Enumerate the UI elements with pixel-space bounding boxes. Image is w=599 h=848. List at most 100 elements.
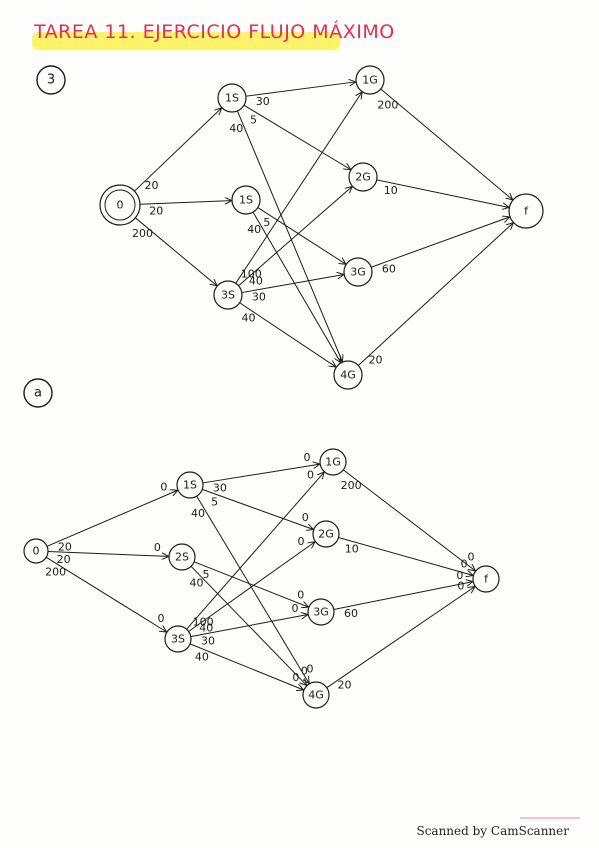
g1-node-3s bbox=[213, 280, 243, 310]
g1-node-1s bbox=[217, 83, 247, 113]
g2-edge-residual: 0 bbox=[306, 662, 313, 675]
g2-edge-residual: 0 bbox=[456, 569, 463, 582]
g2-node-2g bbox=[312, 520, 340, 548]
g2-edge-3s-3g bbox=[190, 615, 307, 638]
g1-edge-capacity: 60 bbox=[382, 262, 396, 275]
g2-node-label: f bbox=[484, 573, 489, 586]
g2-edge-3s-2g bbox=[188, 542, 315, 632]
g1-node-o bbox=[99, 184, 141, 226]
g2-edge-capacity: 200 bbox=[45, 566, 66, 579]
g2-edge-residual: 0 bbox=[461, 558, 468, 571]
g2-node-f bbox=[472, 565, 500, 593]
g1-edge-o-1s bbox=[134, 108, 221, 192]
g1-edge-capacity: 40 bbox=[242, 311, 256, 324]
g2-node-label: 0 bbox=[33, 545, 40, 558]
g1-edge-capacity: 40 bbox=[229, 122, 243, 135]
g2-node-label: 4G bbox=[308, 689, 324, 702]
g2-edge-capacity: 20 bbox=[58, 540, 72, 553]
g1-edge-1s-4g bbox=[236, 110, 342, 361]
g1-edge-3s-2g bbox=[238, 187, 352, 287]
g2-edge-3g-f bbox=[333, 582, 473, 610]
g2-edge-residual: 0 bbox=[292, 671, 299, 684]
g1-edge-capacity: 40 bbox=[249, 274, 263, 287]
g2-edge-o-2s bbox=[47, 550, 168, 556]
g2-edge-capacity: 200 bbox=[341, 479, 362, 492]
g2-edge-3s-1g bbox=[186, 473, 324, 630]
g1-edge-3s-4g bbox=[239, 302, 336, 367]
g2-edge-3s-4g bbox=[189, 643, 303, 690]
g2-edge-residual: 0 bbox=[457, 579, 464, 592]
g2-node-o bbox=[23, 538, 49, 564]
g1-edge-1s-1g bbox=[245, 82, 355, 97]
g2-edge-capacity: 40 bbox=[189, 576, 203, 589]
g1-node-f bbox=[508, 193, 544, 229]
g2-edge-capacity: 40 bbox=[199, 622, 213, 635]
g2-edge-capacity: 20 bbox=[57, 553, 71, 566]
g2-edge-o-1s bbox=[46, 491, 177, 547]
g1-edge-capacity: 40 bbox=[247, 223, 261, 236]
g2-node-3g bbox=[307, 598, 335, 626]
flow-network-residual: 2002002000300504005040010004003004002000… bbox=[23, 448, 500, 709]
g2-edge-o-3s bbox=[45, 556, 166, 631]
g2-edge-residual: 0 bbox=[304, 451, 311, 464]
g1-edge-capacity: 20 bbox=[149, 205, 163, 218]
g1-edge-capacity: 5 bbox=[250, 113, 257, 126]
section-marker-a: a bbox=[23, 378, 53, 408]
g1-edge-2s-4g bbox=[252, 211, 340, 362]
g1-node-label: 4G bbox=[340, 369, 356, 382]
g1-edge-o-2s bbox=[139, 201, 231, 205]
g1-edge-capacity: 30 bbox=[256, 95, 270, 108]
g2-edge-capacity: 10 bbox=[345, 543, 359, 556]
g2-edge-2g-f bbox=[338, 537, 473, 576]
g2-edge-residual: 0 bbox=[157, 612, 164, 625]
g2-node-label: 1S bbox=[183, 479, 197, 492]
flow-network-original: 20202003054054010040304020010602001S1S3S… bbox=[99, 65, 544, 390]
g1-edge-capacity: 200 bbox=[377, 98, 398, 111]
g2-edge-residual: 0 bbox=[307, 469, 314, 482]
g2-edge-capacity: 5 bbox=[203, 568, 210, 581]
g2-edge-residual: 0 bbox=[302, 511, 309, 524]
g2-node-2s bbox=[168, 543, 196, 571]
g1-edge-1g-f bbox=[380, 88, 512, 199]
g1-node-label: 3G bbox=[350, 266, 366, 279]
g1-node-label: f bbox=[524, 205, 529, 218]
g2-node-1g bbox=[319, 448, 347, 476]
g2-edge-1s-2g bbox=[202, 488, 313, 529]
g1-edge-capacity: 20 bbox=[368, 354, 382, 367]
g1-node-label: 0 bbox=[117, 199, 124, 212]
g2-edge-2s-3g bbox=[193, 561, 308, 607]
g2-node-label: 2G bbox=[318, 528, 334, 541]
scanner-watermark: Scanned by CamScanner bbox=[416, 824, 569, 838]
g2-edge-1g-f bbox=[343, 469, 475, 571]
g2-edge-capacity: 40 bbox=[191, 507, 205, 520]
g2-edge-capacity: 40 bbox=[195, 650, 209, 663]
g1-edge-1s-2g bbox=[243, 104, 350, 169]
g1-edge-3g-f bbox=[370, 217, 509, 268]
g2-edge-residual: 0 bbox=[291, 602, 298, 615]
g2-node-3s bbox=[164, 625, 192, 653]
g1-edge-capacity: 200 bbox=[132, 227, 153, 240]
g2-edge-capacity: 30 bbox=[213, 481, 227, 494]
g2-edge-1s-1g bbox=[202, 464, 319, 484]
g2-edge-capacity: 30 bbox=[201, 634, 215, 647]
svg-text:a: a bbox=[34, 386, 42, 401]
g2-edge-residual: 0 bbox=[468, 550, 475, 563]
g2-node-1s bbox=[176, 471, 204, 499]
g1-node-3g bbox=[343, 257, 373, 287]
g1-node-label: 2G bbox=[355, 171, 371, 184]
g1-edge-4g-f bbox=[357, 223, 512, 366]
g1-edge-capacity: 10 bbox=[384, 184, 398, 197]
page-title: TAREA 11. EJERCICIO FLUJO MÁXIMO bbox=[33, 20, 395, 43]
g1-node-1g bbox=[355, 65, 385, 95]
g1-edge-capacity: 20 bbox=[145, 179, 159, 192]
g2-edge-residual: 0 bbox=[160, 480, 167, 493]
g1-edge-o-3s bbox=[135, 217, 216, 286]
g1-node-4g bbox=[333, 360, 363, 390]
g2-edge-capacity: 5 bbox=[211, 495, 218, 508]
g2-edge-residual: 0 bbox=[154, 541, 161, 554]
g2-node-label: 3S bbox=[171, 633, 185, 646]
section-marker-3: 3 bbox=[36, 65, 66, 95]
title-highlight bbox=[32, 32, 340, 50]
